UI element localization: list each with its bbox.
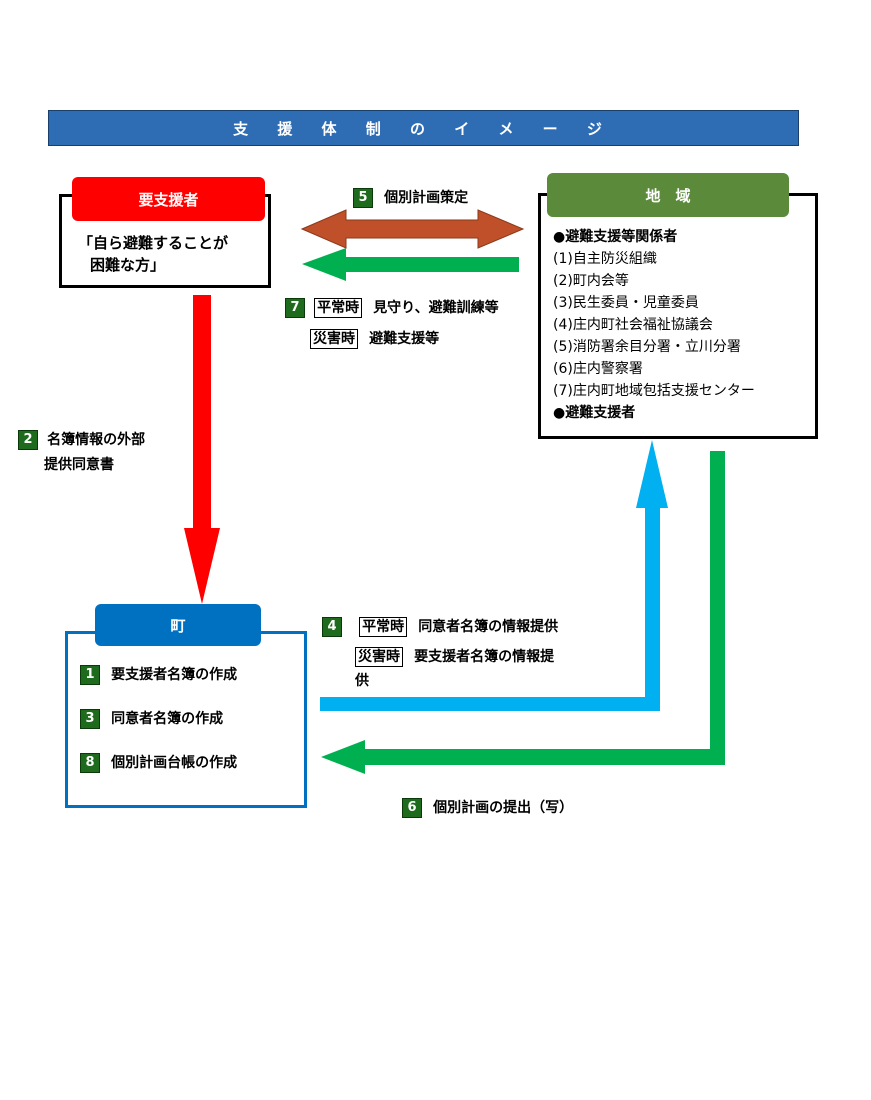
step4-disaster-text-cont: 供 — [355, 673, 369, 689]
step7-disaster-line: 災害時 避難支援等 — [310, 328, 439, 349]
person-text-line1: 「自ら避難することが — [78, 234, 229, 252]
blue-arrow-list-provision — [320, 440, 668, 711]
step5-label: 5 個別計画策定 — [353, 187, 468, 208]
area-item: (2)町内会等 — [553, 273, 629, 289]
town-task-label: 同意者名簿の作成 — [111, 711, 224, 727]
step-number-badge: 2 — [18, 429, 38, 450]
step2-line2: 提供同意書 — [44, 457, 114, 473]
town-header: 町 — [95, 604, 261, 646]
step4-normal-text: 同意者名簿の情報提供 — [418, 619, 559, 635]
town-task: 3 同意者名簿の作成 — [80, 708, 223, 729]
normal-time-tag: 平常時 — [314, 298, 363, 318]
person-description: 「自ら避難することが 困難な方」 — [78, 232, 228, 276]
area-item: (7)庄内町地域包括支援センター — [553, 383, 755, 399]
person-header: 要支援者 — [72, 177, 265, 221]
orange-double-arrow — [300, 209, 525, 249]
step-number-badge: 5 — [353, 187, 373, 208]
area-item: (3)民生委員・児童委員 — [553, 295, 699, 311]
step2-line1: 名簿情報の外部 — [47, 432, 146, 448]
step2-label: 2 名簿情報の外部 — [18, 429, 145, 450]
green-arrow-support — [302, 248, 519, 281]
step7-normal-text: 見守り、避難訓練等 — [373, 300, 499, 316]
area-item: (1)自主防災組織 — [553, 251, 657, 267]
area-group-supporters: ●避難支援等関係者 — [553, 229, 678, 245]
step-number-badge: 6 — [402, 797, 422, 818]
area-item: (6)庄内警察署 — [553, 361, 643, 377]
area-header: 地 域 — [547, 173, 789, 217]
step6-text: 個別計画の提出（写） — [433, 800, 574, 816]
step-number-badge: 7 — [285, 297, 305, 318]
area-group-helpers: ●避難支援者 — [553, 405, 636, 421]
town-task-label: 個別計画台帳の作成 — [111, 755, 238, 771]
step7-label: 7 平常時 見守り、避難訓練等 — [285, 297, 499, 318]
town-task: 1 要支援者名簿の作成 — [80, 664, 237, 685]
normal-time-tag: 平常時 — [359, 617, 408, 637]
area-content: ●避難支援等関係者 (1)自主防災組織 (2)町内会等 (3)民生委員・児童委員… — [553, 226, 755, 424]
disaster-time-tag: 災害時 — [355, 647, 403, 667]
step-number-badge: 4 — [322, 616, 342, 637]
disaster-time-tag: 災害時 — [310, 329, 358, 349]
step7-disaster-text: 避難支援等 — [369, 331, 440, 347]
step-number-badge: 8 — [80, 752, 100, 773]
red-arrow-consent — [184, 295, 220, 604]
step-number-badge: 3 — [80, 708, 100, 729]
step-number-badge: 1 — [80, 664, 100, 685]
step4-disaster-text: 要支援者名簿の情報提 — [414, 649, 555, 665]
area-item: (5)消防署余目分署・立川分署 — [553, 339, 741, 355]
step5-text: 個別計画策定 — [384, 190, 469, 206]
step6-label: 6 個別計画の提出（写） — [402, 797, 573, 818]
person-text-line2: 困難な方」 — [90, 256, 166, 274]
town-task-label: 要支援者名簿の作成 — [111, 667, 238, 683]
town-task: 8 個別計画台帳の作成 — [80, 752, 237, 773]
diagram-title: 支 援 体 制 の イ メ ー ジ — [48, 110, 799, 146]
step4-label: 4 平常時 同意者名簿の情報提供 — [322, 616, 558, 637]
area-item: (4)庄内町社会福祉協議会 — [553, 317, 713, 333]
green-arrow-plan-submission — [321, 451, 725, 774]
step4-disaster-line: 災害時 要支援者名簿の情報提 — [355, 646, 554, 667]
